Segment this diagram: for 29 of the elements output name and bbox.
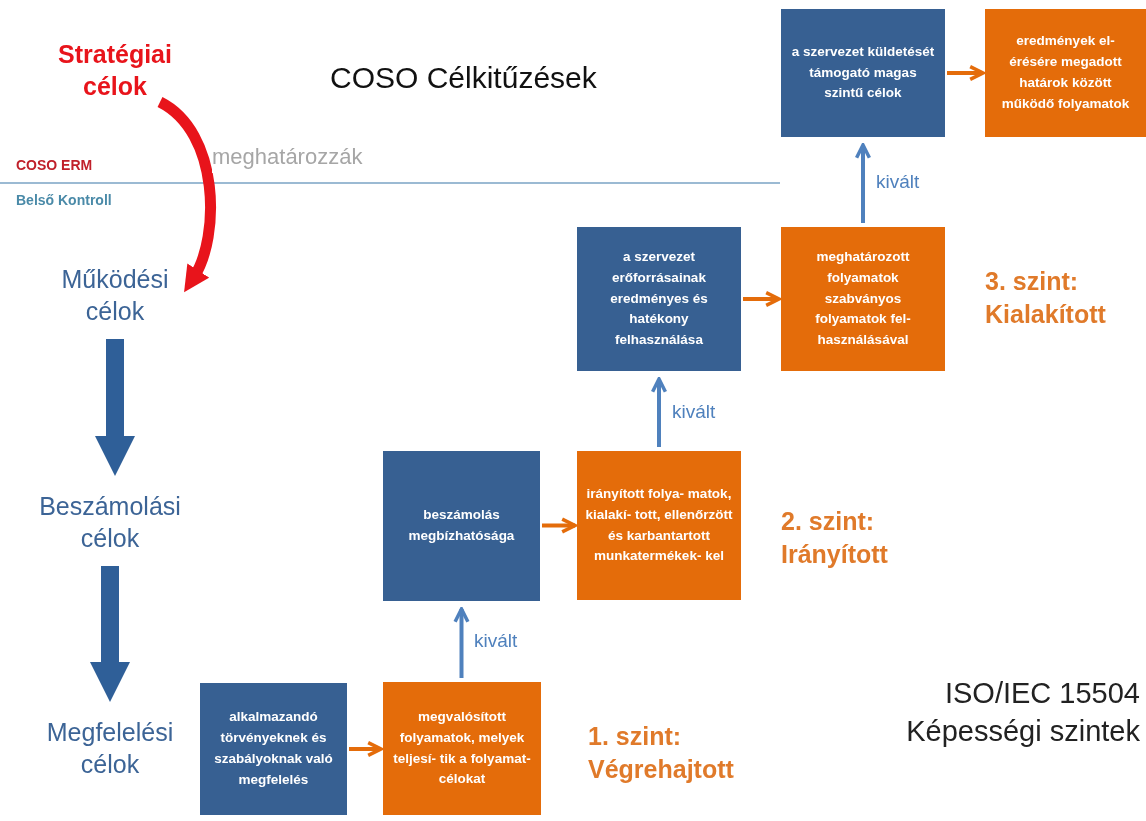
arrow — [542, 517, 577, 534]
section-label: COSO ERM — [16, 156, 94, 175]
goal-text: Stratégiai célok — [40, 30, 190, 110]
title: COSO Célkitűzések — [330, 60, 597, 96]
process-box: a szervezet erőforrásainak eredményes és hatékony felhasználása — [577, 227, 741, 371]
arrow — [90, 566, 130, 702]
arrow — [650, 377, 668, 447]
arrow — [95, 339, 135, 476]
arrow — [453, 607, 470, 678]
heading-text: ISO/IEC 15504 Képességi szintek — [905, 676, 1140, 749]
level-label: 2. szint: Irányított — [781, 506, 889, 570]
process-box: beszámolás megbízhatósága — [383, 451, 540, 601]
level-label: 1. szint: Végrehajtott — [588, 721, 735, 785]
arrow — [854, 143, 872, 223]
arrow — [743, 290, 781, 308]
process-box: eredmények el- érésére megadott határok között működő folyamatok — [985, 9, 1146, 137]
goal-text: Működési célok — [40, 255, 190, 335]
process-box: irányított folya- matok, kialakí- tott, ellenőrzött és karbantartott munkatermékek- kel — [577, 451, 741, 600]
level-label: 3. szint: Kialakított — [985, 266, 1107, 330]
goal-text: Beszámolási célok — [20, 482, 200, 562]
arrow — [157, 97, 216, 294]
process-box: alkalmazandó törvényeknek és szabályoknak való megfelelés — [200, 683, 347, 815]
process-box: megvalósított folyamatok, melyek teljesí- tik a folyamat- célokat — [383, 682, 541, 815]
goal-text: Megfelelési célok — [20, 708, 200, 788]
process-box: a szervezet küldetését támogató magas szintű célok — [781, 9, 945, 137]
arrow — [947, 64, 985, 82]
process-box: meghatározott folyamatok szabványos folyamatok fel- használásával — [781, 227, 945, 371]
section-label: Belső Kontroll — [16, 191, 113, 210]
arrow — [349, 740, 383, 758]
